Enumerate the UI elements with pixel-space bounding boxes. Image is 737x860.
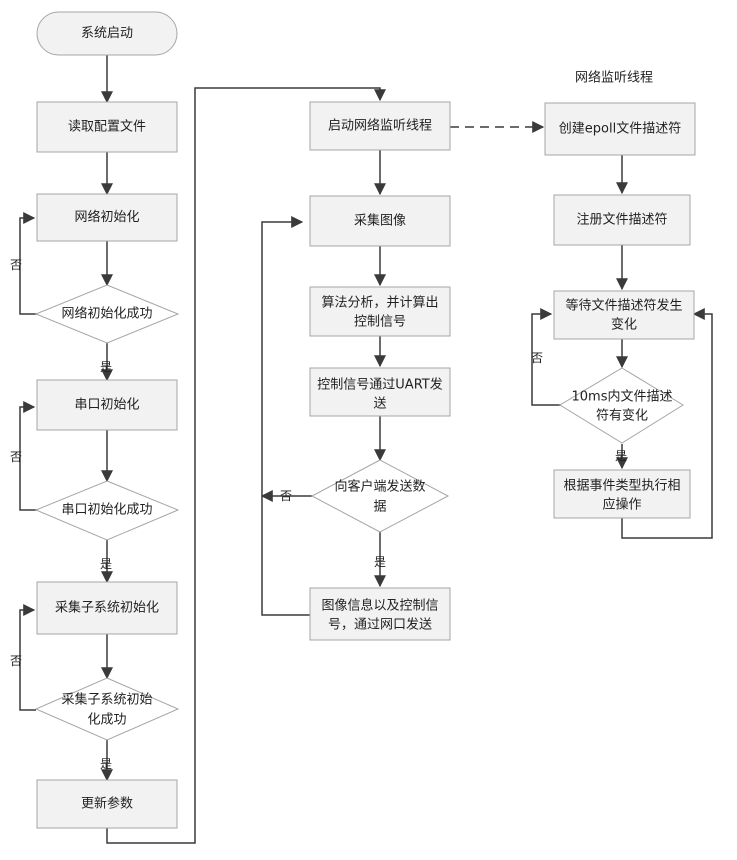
label-no-10ms: 否 <box>531 351 543 365</box>
connectors <box>19 55 713 844</box>
algorithm-line1: 算法分析，并计算出 <box>321 296 438 311</box>
check-10ms-line2: 符有变化 <box>596 408 648 424</box>
handle-event-line1: 根据事件类型执行相 <box>563 479 680 494</box>
net-init-decision-label: 网络初始化成功 <box>61 306 152 322</box>
wait-change-line2: 变化 <box>611 317 637 333</box>
serial-init-box: 串口初始化 <box>36 379 178 431</box>
arrow-handle-back-to-wait <box>621 308 713 539</box>
listener-thread-title: 网络监听线程 <box>575 70 653 86</box>
right-column: 网络监听线程 创建epoll文件描述符 注册文件描述符 等待文件描述符发生 变化… <box>544 70 696 519</box>
label-no-serial: 否 <box>10 450 22 464</box>
net-init-box: 网络初始化 <box>36 193 178 242</box>
start-listener-box: 启动网络监听线程 <box>309 101 451 151</box>
handle-event-box: 根据事件类型执行相 应操作 <box>553 469 691 519</box>
send-network-box: 图像信息以及控制信 号，通过网口发送 <box>309 587 451 641</box>
capture-init-decision: 采集子系统初始 化成功 <box>34 677 180 741</box>
label-yes-10ms: 是 <box>615 449 627 463</box>
send-client-line2: 据 <box>373 500 386 515</box>
capture-init-box: 采集子系统初始化 <box>36 581 178 635</box>
capture-image-box: 采集图像 <box>309 195 451 247</box>
send-client-decision: 向客户端发送数 据 <box>310 459 450 533</box>
start-node: 系统启动 <box>36 11 178 56</box>
start-node-label: 系统启动 <box>81 26 133 41</box>
send-client-line1: 向客户端发送数 <box>334 479 425 495</box>
label-no-client: 否 <box>280 489 292 503</box>
serial-init-decision: 串口初始化成功 <box>34 480 180 541</box>
capture-init-decision-line1: 采集子系统初始 <box>61 692 152 708</box>
register-fd-box: 注册文件描述符 <box>553 194 691 246</box>
arrow-update-to-listener <box>106 87 386 844</box>
send-network-line2: 号，通过网口发送 <box>328 617 432 633</box>
main-column: 系统启动 读取配置文件 网络初始化 网络初始化成功 串口初始化 串口初始化成功 … <box>34 11 180 829</box>
serial-init-label: 串口初始化 <box>74 398 139 413</box>
update-params-box: 更新参数 <box>36 779 178 829</box>
capture-init-label: 采集子系统初始化 <box>55 600 159 616</box>
algorithm-box: 算法分析，并计算出 控制信号 <box>309 286 451 337</box>
wait-change-line1: 等待文件描述符发生 <box>565 298 682 314</box>
arrow-capture-decision-no-loop <box>19 604 36 711</box>
label-yes-net: 是 <box>100 360 112 374</box>
algorithm-line2: 控制信号 <box>354 315 406 330</box>
label-yes-serial: 是 <box>100 557 112 571</box>
branch-labels: 否 是 否 是 否 是 否 是 否 是 <box>10 258 627 771</box>
label-yes-client: 是 <box>374 555 386 569</box>
net-init-label: 网络初始化 <box>74 209 139 225</box>
handle-event-line2: 应操作 <box>602 497 641 513</box>
capture-image-label: 采集图像 <box>354 213 406 229</box>
create-epoll-box: 创建epoll文件描述符 <box>544 102 696 156</box>
send-uart-line1: 控制信号通过UART发 <box>317 377 442 393</box>
serial-init-decision-label: 串口初始化成功 <box>61 503 152 518</box>
update-params-label: 更新参数 <box>81 796 133 812</box>
create-epoll-label: 创建epoll文件描述符 <box>559 121 681 137</box>
label-no-net: 否 <box>10 258 22 272</box>
send-uart-line2: 送 <box>373 397 386 412</box>
middle-column: 启动网络监听线程 采集图像 算法分析，并计算出 控制信号 控制信号通过UART发… <box>309 101 451 641</box>
send-network-line1: 图像信息以及控制信 <box>321 598 438 614</box>
read-config-box: 读取配置文件 <box>36 101 178 153</box>
register-fd-label: 注册文件描述符 <box>576 212 667 228</box>
read-config-label: 读取配置文件 <box>68 120 146 135</box>
send-uart-box: 控制信号通过UART发 送 <box>309 367 451 417</box>
start-listener-label: 启动网络监听线程 <box>328 118 432 134</box>
check-10ms-line1: 10ms内文件描述 <box>572 389 673 405</box>
net-init-decision: 网络初始化成功 <box>34 284 180 344</box>
arrow-client-no-loop <box>261 222 312 616</box>
arrow-check-no-loop <box>531 308 565 406</box>
label-no-capture: 否 <box>10 654 22 668</box>
label-yes-capture: 是 <box>100 757 112 771</box>
capture-init-decision-line2: 化成功 <box>87 713 126 728</box>
wait-change-box: 等待文件描述符发生 变化 <box>553 290 695 340</box>
check-10ms-decision: 10ms内文件描述 符有变化 <box>559 367 684 444</box>
